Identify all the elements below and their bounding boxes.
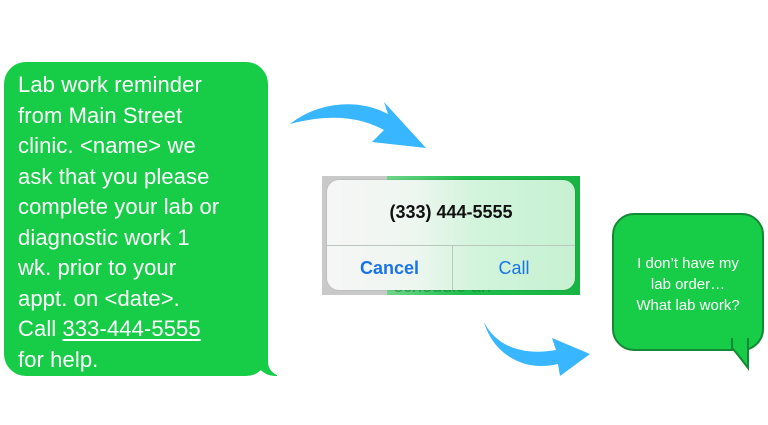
reply-line: What lab work? <box>636 297 740 314</box>
message-line: Call 333-444-5555 <box>18 316 201 341</box>
message-line: appt. on <date>. <box>18 285 180 311</box>
reply-line: I don’t have my <box>637 255 739 272</box>
message-line: complete your lab or <box>18 194 220 219</box>
call-button[interactable]: Call <box>498 258 530 278</box>
dialog-divider <box>327 245 575 246</box>
curved-arrow-icon <box>484 322 590 376</box>
curved-arrow-icon <box>290 102 426 148</box>
dialog-phone-number: (333) 444-5555 <box>389 202 513 222</box>
reply-message-bubble: I don’t have my lab order… What lab work… <box>612 213 764 351</box>
sent-message-bubble: Lab work reminder from Main Street clini… <box>4 62 288 376</box>
bubble-tail <box>731 338 749 371</box>
phone-number-link[interactable]: 333-444-5555 <box>62 316 201 341</box>
message-line: Lab work reminder <box>18 72 202 97</box>
message-line: for help. <box>18 346 99 372</box>
cancel-button[interactable]: Cancel <box>359 258 420 278</box>
call-dialog: (333) 444-5555 Cancel Call <box>327 180 575 290</box>
message-line: clinic. <name> we <box>18 133 196 158</box>
dialog-divider <box>452 245 453 290</box>
message-line: from Main Street <box>18 102 183 128</box>
message-line: wk. prior to your <box>18 255 177 280</box>
reply-message-text: I don’t have my lab order… What lab work… <box>614 253 762 316</box>
reply-line: lab order… <box>650 276 726 293</box>
sent-message-text: Lab work reminder from Main Street clini… <box>18 70 264 375</box>
message-line: diagnostic work 1 <box>18 224 190 250</box>
message-line: ask that you please <box>18 163 210 189</box>
